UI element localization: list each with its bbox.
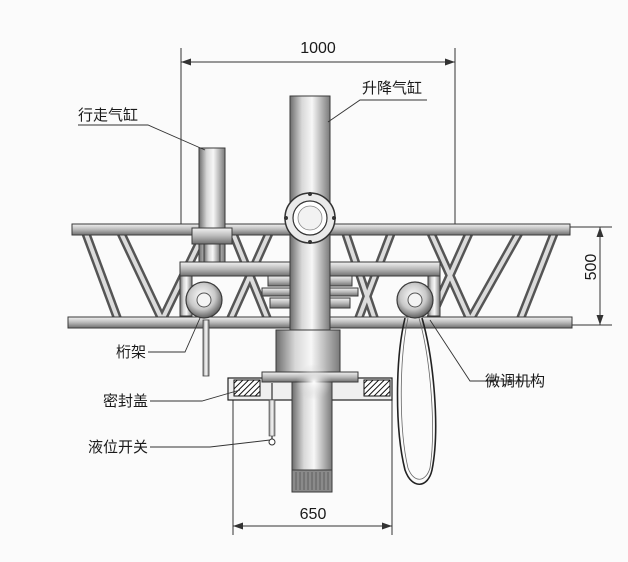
dimension-width-top: 1000 [180, 40, 456, 235]
wheel-left [185, 281, 223, 377]
level-switch [268, 383, 276, 446]
dimension-width-bottom: 650 [232, 395, 393, 535]
dimension-1000-text: 1000 [300, 40, 336, 57]
label-level-switch: 液位开关 [88, 439, 148, 456]
dimension-height-right: 500 [570, 226, 612, 326]
cable-loop [396, 317, 437, 486]
leader-lines [78, 99, 532, 448]
dimension-650-text: 650 [300, 506, 327, 523]
wheel-right [396, 281, 434, 319]
travel-cylinder [191, 147, 233, 267]
label-lift-cylinder: 升降气缸 [362, 79, 422, 97]
dimension-500-text: 500 [583, 254, 600, 281]
label-travel-cylinder: 行走气缸 [78, 106, 138, 124]
label-fine-adjust: 微调机构 [485, 373, 545, 390]
lift-cylinder [261, 95, 359, 493]
label-truss: 桁架 [116, 344, 146, 361]
label-seal-cover: 密封盖 [103, 393, 148, 410]
